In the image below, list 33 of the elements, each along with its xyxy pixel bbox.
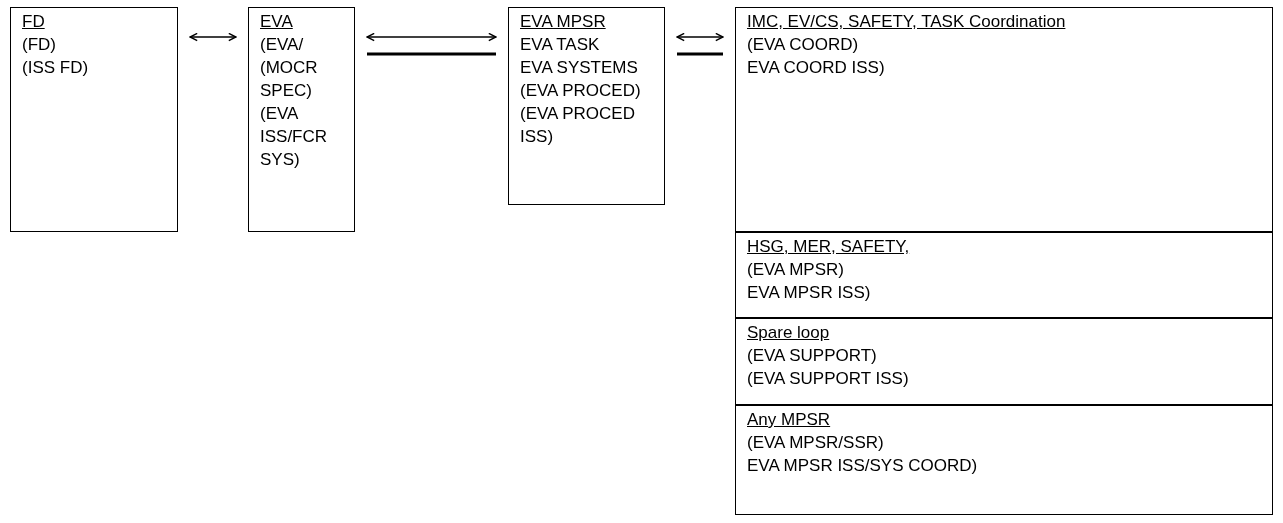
body-text: (EVA MPSR/SSR): [747, 432, 885, 454]
double-arrow: [676, 32, 724, 42]
heading-text: EVA: [260, 11, 294, 33]
heading-text: EVA MPSR: [520, 11, 607, 33]
body-text: (EVA SUPPORT ISS): [747, 368, 910, 390]
double-arrow: [366, 32, 497, 42]
double-arrow: [189, 32, 237, 42]
body-text: EVA MPSR ISS/SYS COORD): [747, 455, 979, 477]
heading-text: IMC, EV/CS, SAFETY, TASK Coordination: [747, 11, 1067, 33]
body-text: (EVA ISS/FCR SYS): [260, 103, 329, 171]
text-box: [735, 232, 1273, 318]
heading-text: Any MPSR: [747, 409, 832, 431]
body-text: (EVA PROCED): [520, 80, 642, 102]
text-box: [735, 318, 1273, 405]
body-text: EVA TASK: [520, 34, 601, 56]
body-text: (EVA PROCED ISS): [520, 103, 636, 148]
text-box: [248, 7, 355, 232]
body-text: (EVA SUPPORT): [747, 345, 878, 367]
body-text: (EVA MPSR): [747, 259, 845, 281]
text-box: [508, 7, 665, 205]
heading-text: HSG, MER, SAFETY,: [747, 236, 911, 258]
body-text: EVA MPSR ISS): [747, 282, 872, 304]
text-box: [10, 7, 178, 232]
text-box: [735, 405, 1273, 515]
body-text: EVA COORD ISS): [747, 57, 886, 79]
heading-text: Spare loop: [747, 322, 831, 344]
body-text: (FD): [22, 34, 57, 56]
body-text: (EVA/ (MOCR SPEC): [260, 34, 319, 102]
body-text: (EVA COORD): [747, 34, 860, 56]
text-box: [735, 7, 1273, 232]
body-text: EVA SYSTEMS: [520, 57, 639, 79]
body-text: (ISS FD): [22, 57, 90, 79]
heading-text: FD: [22, 11, 46, 33]
